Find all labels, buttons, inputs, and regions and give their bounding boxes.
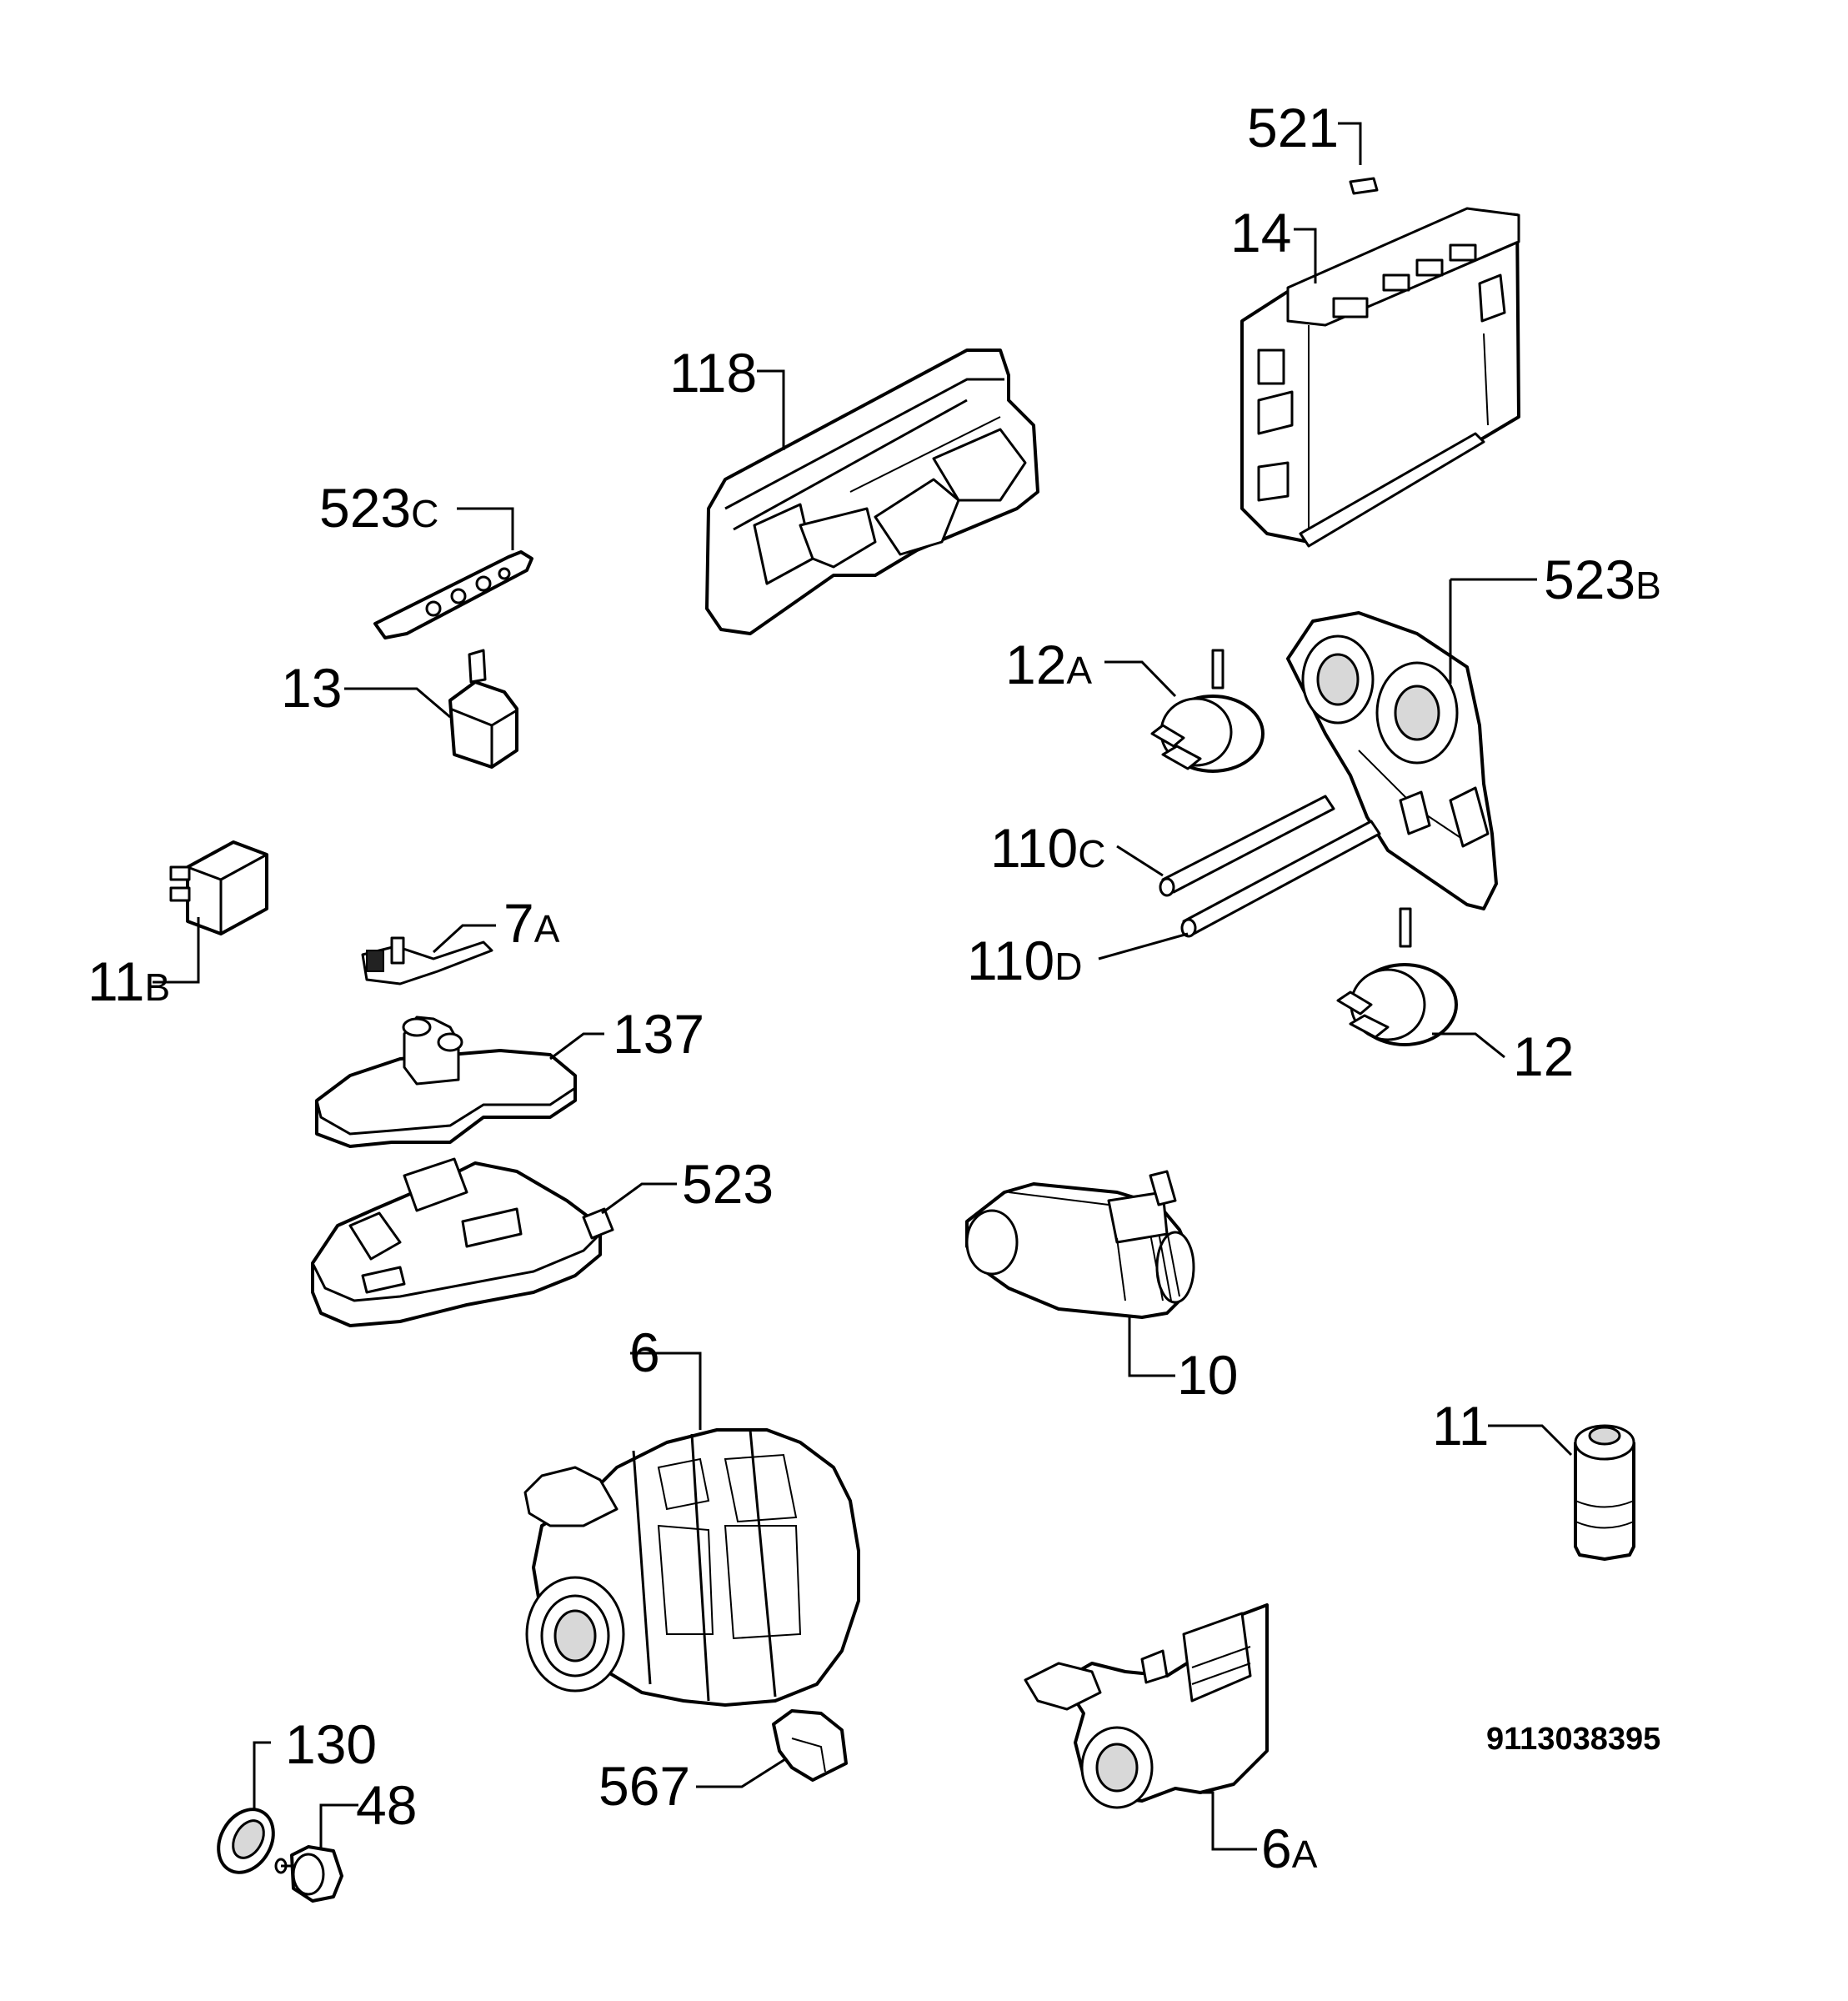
part-521 [1338, 122, 1379, 195]
label-567: 567 [598, 1755, 690, 1817]
part-6a-drain-pump [1024, 1603, 1269, 1851]
part-10-heater [965, 1170, 1195, 1377]
label-110c: 110C [990, 817, 1105, 879]
part-523-base [311, 1157, 677, 1327]
label-130: 130 [285, 1713, 377, 1775]
part-11-capacitor [1488, 1424, 1635, 1561]
part-137-cover [315, 1016, 604, 1148]
label-10: 10 [1177, 1344, 1238, 1406]
part-567-clip [696, 1709, 848, 1788]
part-7a-float-switch [361, 924, 496, 985]
part-48-plug [274, 1803, 358, 1903]
part-523b-chamber [1286, 578, 1537, 910]
label-523b: 523B [1544, 549, 1661, 610]
part-12-pressure-switch [1336, 907, 1505, 1059]
part-11b-relay [153, 840, 268, 984]
part-14-control-module [1240, 207, 1520, 548]
label-521: 521 [1247, 97, 1339, 158]
part-130-seal-ring [217, 1741, 275, 1874]
label-7a: 7A [503, 892, 560, 954]
label-6a: 6A [1261, 1818, 1318, 1879]
part-523c-bracket [373, 507, 533, 639]
part-13-relay [344, 649, 518, 769]
part-12a-pressure-switch [1104, 649, 1265, 773]
diagram-code: 9113038395 [1486, 1722, 1660, 1757]
label-6: 6 [629, 1321, 660, 1383]
label-12a: 12A [1005, 634, 1092, 695]
label-110d: 110D [967, 930, 1082, 991]
part-6-circulation-pump [523, 1352, 860, 1707]
part-110c-tube [1116, 795, 1335, 897]
label-137: 137 [613, 1003, 704, 1065]
label-523: 523 [682, 1153, 774, 1215]
label-14: 14 [1230, 202, 1291, 263]
label-13: 13 [281, 657, 342, 719]
label-523c-num: 523C [319, 477, 438, 539]
label-11: 11 [1432, 1395, 1490, 1457]
label-48: 48 [356, 1774, 417, 1836]
label-11b: 11B [88, 950, 170, 1012]
label-12: 12 [1513, 1026, 1574, 1087]
label-118: 118 [669, 342, 757, 404]
part-110d-tube [1098, 820, 1381, 960]
part-118-housing [705, 349, 1039, 635]
